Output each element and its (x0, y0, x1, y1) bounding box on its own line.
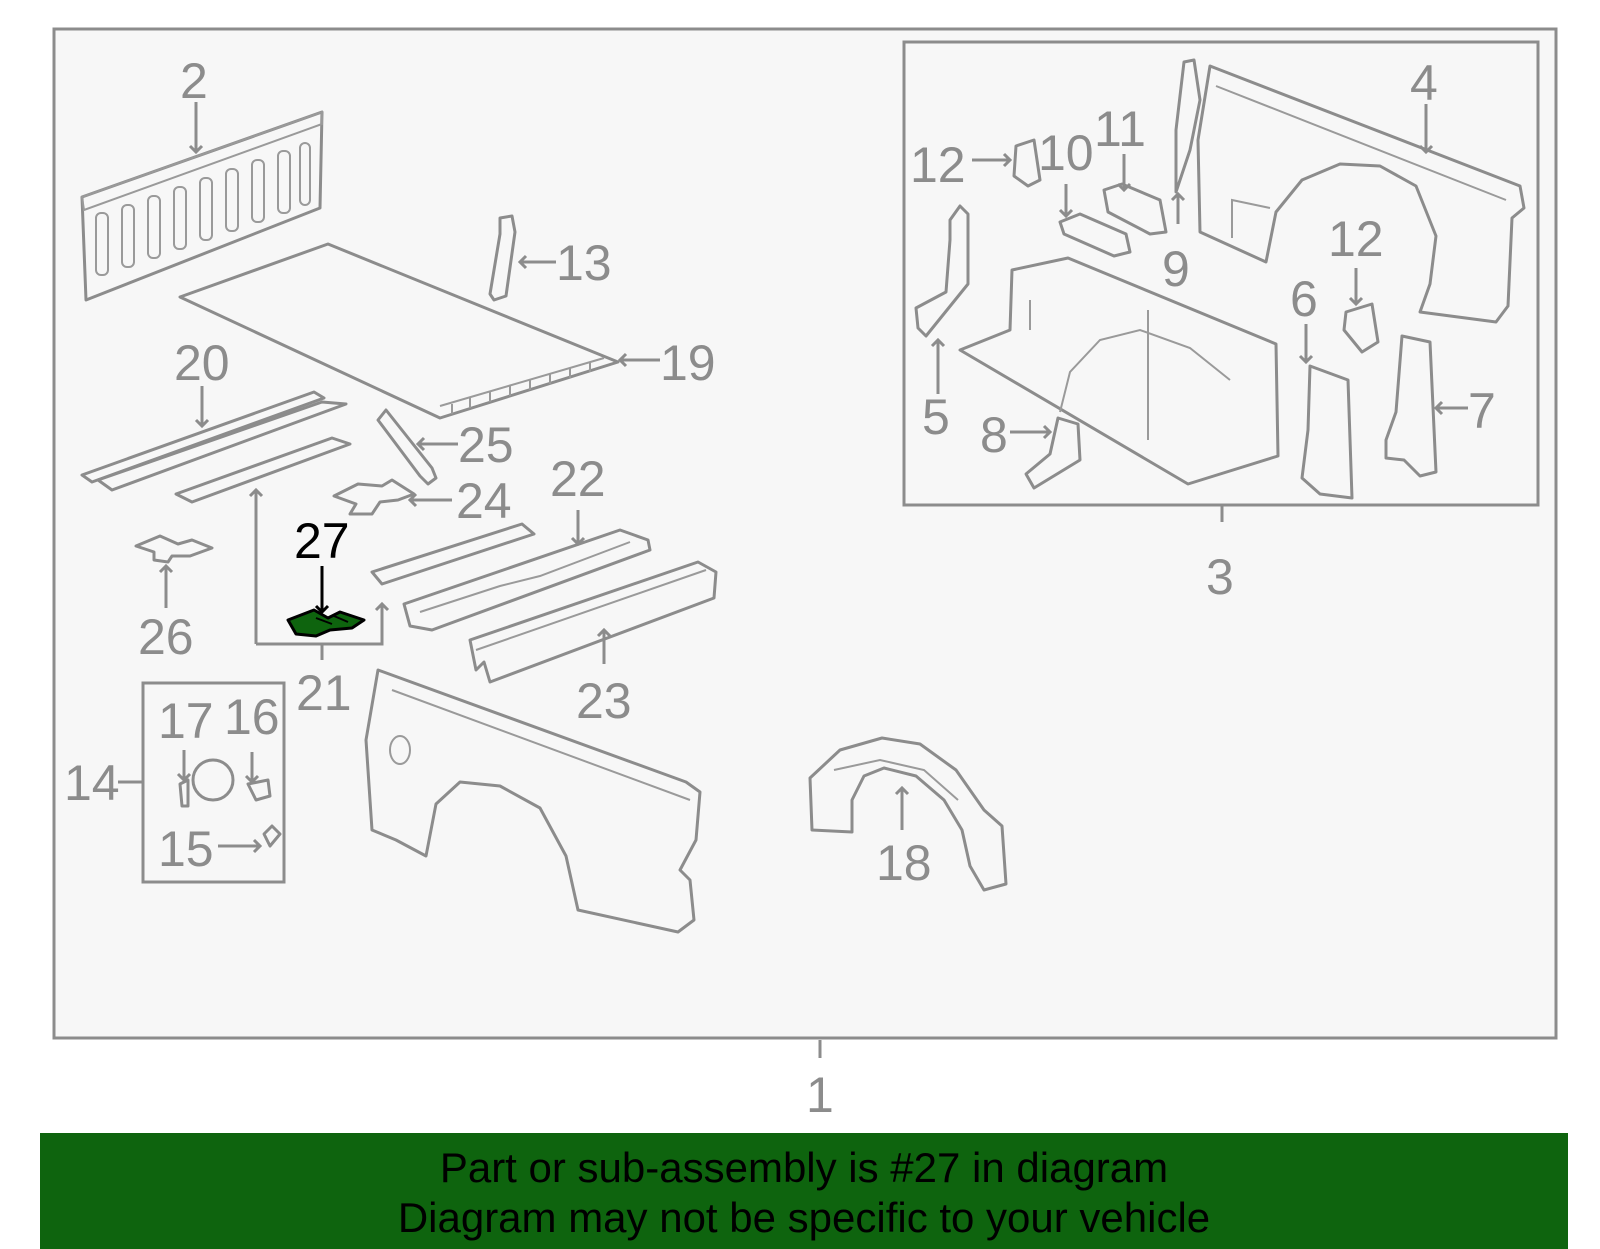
part-3-inner-panel[interactable] (958, 256, 1280, 486)
label-3: 3 (1206, 549, 1234, 605)
banner-line-2: Diagram may not be specific to your vehi… (397, 1194, 1211, 1241)
label-14: 14 (64, 755, 120, 811)
part-8-bracket[interactable] (1024, 416, 1082, 490)
fender-panel[interactable] (364, 668, 702, 934)
part-23-sill[interactable] (468, 560, 718, 684)
part-4-side-panel[interactable] (1196, 64, 1526, 324)
label-17: 17 (158, 693, 214, 749)
part-2-tailgate[interactable] (80, 110, 324, 302)
label-15: 15 (158, 821, 214, 877)
part-20-sill[interactable] (80, 390, 348, 492)
leader-27 (314, 566, 330, 615)
label-16: 16 (224, 689, 280, 745)
label-12-upper: 12 (910, 137, 966, 193)
part-13-strap[interactable] (488, 214, 517, 302)
part-9-brace[interactable] (1174, 58, 1202, 194)
part-25-brace[interactable] (376, 408, 438, 486)
banner-line-1: Part or sub-assembly is #27 in diagram (439, 1144, 1169, 1191)
part-16-bracket[interactable] (246, 778, 272, 802)
label-8: 8 (980, 407, 1008, 463)
part-19-floor-panel[interactable] (178, 242, 620, 420)
leader-lines (118, 102, 1468, 1058)
label-25: 25 (458, 417, 514, 473)
label-4: 4 (1410, 55, 1438, 111)
part-6-bracket[interactable] (1300, 364, 1354, 500)
label-19: 19 (660, 335, 716, 391)
label-27: 27 (294, 513, 350, 569)
label-21: 21 (296, 665, 352, 721)
label-12-lower: 12 (1328, 211, 1384, 267)
part-16-door[interactable] (191, 758, 235, 802)
label-2: 2 (180, 53, 208, 109)
label-13: 13 (556, 235, 612, 291)
part-21-crossmember[interactable] (174, 436, 536, 586)
label-24: 24 (456, 473, 512, 529)
label-20: 20 (174, 335, 230, 391)
part-17-clip[interactable] (178, 778, 190, 808)
part-26-bracket[interactable] (134, 534, 214, 564)
part-24-bracket[interactable] (332, 478, 416, 516)
part-22-crossmember[interactable] (402, 528, 652, 632)
part-12-clip-upper[interactable] (1012, 138, 1042, 188)
label-22: 22 (550, 451, 606, 507)
label-1: 1 (806, 1067, 834, 1123)
part-7-bracket[interactable] (1384, 334, 1438, 478)
label-5: 5 (922, 389, 950, 445)
part-12-clip-lower[interactable] (1342, 302, 1380, 354)
callout-labels: 1 2 3 4 5 6 7 8 9 10 11 12 12 13 14 15 1… (64, 53, 1496, 1123)
label-11: 11 (1094, 101, 1146, 157)
part-11-bracket[interactable] (1102, 182, 1168, 236)
part-18-wheelhouse-liner[interactable] (808, 736, 1008, 892)
label-18: 18 (876, 835, 932, 891)
label-7: 7 (1468, 383, 1496, 439)
part-15-fastener[interactable] (262, 824, 282, 848)
info-banner: Part or sub-assembly is #27 in diagram D… (40, 1133, 1568, 1249)
part-10-bracket[interactable] (1058, 212, 1132, 258)
label-23: 23 (576, 673, 632, 729)
label-10: 10 (1038, 125, 1094, 181)
part-5-bracket[interactable] (914, 204, 970, 338)
label-9: 9 (1162, 241, 1190, 297)
label-26: 26 (138, 609, 194, 665)
label-6: 6 (1290, 271, 1318, 327)
part-27-highlighted[interactable] (286, 608, 366, 638)
